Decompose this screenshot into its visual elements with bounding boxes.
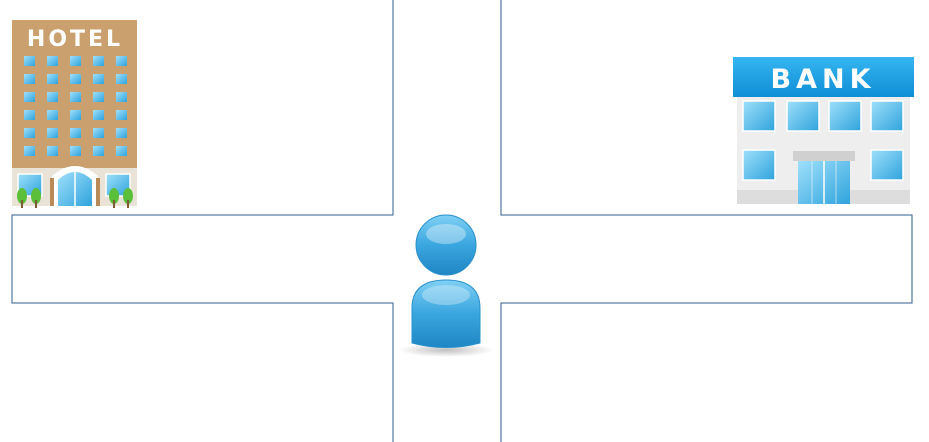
- hotel-window: [116, 110, 127, 120]
- hotel-window: [47, 56, 58, 66]
- road-edge-right: [500, 0, 913, 442]
- hotel-window: [47, 146, 58, 156]
- hotel-window: [116, 74, 127, 84]
- hotel-window: [70, 110, 81, 120]
- tree-icon: [17, 188, 133, 208]
- bank-window: [870, 100, 904, 132]
- bank-windows: [742, 100, 904, 181]
- hotel-window: [93, 74, 104, 84]
- road-intersection: [11, 0, 913, 442]
- hotel-window: [116, 56, 127, 66]
- bank-sign: BANK: [771, 64, 876, 95]
- hotel-window: [70, 56, 81, 66]
- person-icon: [398, 214, 494, 357]
- hotel-window: [93, 110, 104, 120]
- hotel-window: [70, 74, 81, 84]
- hotel-window: [116, 146, 127, 156]
- hotel-window: [24, 128, 35, 138]
- hotel-window: [47, 92, 58, 102]
- hotel-window: [93, 128, 104, 138]
- bank-window: [742, 149, 776, 181]
- hotel-window: [70, 128, 81, 138]
- hotel-sign: HOTEL: [27, 27, 123, 52]
- bank-window: [870, 149, 904, 181]
- hotel-window: [93, 146, 104, 156]
- hotel-window: [24, 56, 35, 66]
- hotel-window: [116, 128, 127, 138]
- hotel-window: [24, 146, 35, 156]
- hotel-window: [47, 128, 58, 138]
- bank-window: [828, 100, 862, 132]
- hotel-window: [47, 74, 58, 84]
- bank-window: [786, 100, 820, 132]
- hotel-window: [116, 92, 127, 102]
- hotel-window: [70, 92, 81, 102]
- hotel-window: [70, 146, 81, 156]
- hotel-window: [24, 92, 35, 102]
- bank-building-icon: BANK: [733, 57, 914, 204]
- hotel-window: [93, 92, 104, 102]
- hotel-window: [24, 110, 35, 120]
- hotel-windows: [24, 56, 127, 156]
- hotel-window: [47, 110, 58, 120]
- hotel-window: [93, 56, 104, 66]
- bank-window: [742, 100, 776, 132]
- hotel-building-icon: HOTEL: [12, 20, 137, 208]
- road-edge-top-left: [11, 0, 394, 442]
- hotel-window: [24, 74, 35, 84]
